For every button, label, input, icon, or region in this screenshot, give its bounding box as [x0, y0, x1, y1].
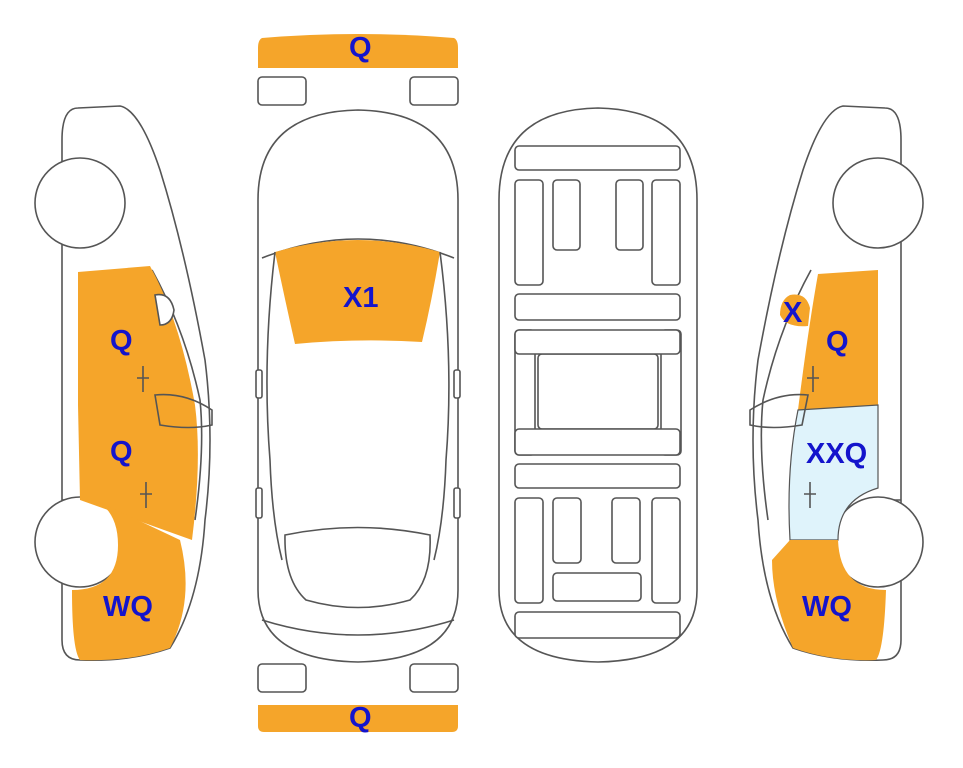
rear-bumper-panel	[258, 705, 458, 732]
label-left-front-door: Q	[110, 325, 133, 357]
top-view-right-mirror	[453, 369, 461, 399]
right-front-door-panel	[798, 270, 878, 410]
rear-right-taillight	[409, 663, 459, 693]
label-windshield: X1	[343, 282, 378, 314]
windshield-panel	[275, 240, 440, 344]
underside-front-left-rail	[514, 179, 544, 286]
right-side-view: X Q XXQ WQ	[749, 105, 924, 662]
left-quarter-panel	[72, 500, 186, 661]
underside-front-bar	[514, 145, 681, 171]
top-view-body	[257, 109, 459, 663]
underside-cross-bar-2	[514, 463, 681, 489]
underside-rear-bar	[514, 611, 681, 639]
right-quarter-panel	[772, 540, 886, 661]
right-mirror-panel	[780, 294, 810, 327]
underside-rear-right-block	[611, 497, 641, 564]
left-front-wheel	[34, 157, 126, 249]
left-mirror	[154, 293, 175, 326]
left-rear-door-handle	[140, 482, 152, 508]
left-side-window-glass	[154, 393, 213, 429]
top-view-left-pillar	[266, 251, 283, 561]
label-right-front-door: Q	[826, 326, 849, 358]
top-view-left-handle	[255, 487, 263, 519]
underside-rear-left-rail	[514, 497, 544, 604]
underside-front-right-block	[615, 179, 644, 251]
right-front-door-handle	[807, 366, 819, 392]
label-rear-bumper: Q	[349, 702, 372, 734]
label-left-quarter-panel: WQ	[103, 591, 153, 623]
label-right-mirror: X	[783, 297, 803, 329]
rear-left-taillight	[257, 663, 307, 693]
underside-rear-center-block	[552, 572, 642, 602]
top-view-right-pillar	[433, 251, 450, 561]
top-view: Q X1 Q	[255, 32, 461, 734]
underside-cross-bar-1	[514, 293, 681, 321]
underside-view	[498, 107, 698, 663]
underside-front-left-block	[552, 179, 581, 251]
label-left-rear-door: Q	[110, 436, 133, 468]
label-right-quarter-panel: WQ	[802, 591, 852, 623]
right-rear-door-handle	[804, 482, 816, 508]
left-side-view: Q Q WQ	[34, 105, 213, 662]
underside-mid-top-bar	[514, 329, 681, 355]
underside-front-right-rail	[651, 179, 681, 286]
underside-rear-right-rail	[651, 497, 681, 604]
right-front-wheel	[832, 157, 924, 249]
top-view-rear-window	[284, 526, 431, 609]
underside-rear-left-block	[552, 497, 582, 564]
underside-mid-bottom-bar	[514, 428, 681, 456]
top-view-right-handle	[453, 487, 461, 519]
right-side-window-glass	[749, 393, 809, 429]
front-right-headlight	[409, 76, 459, 106]
front-left-headlight	[257, 76, 307, 106]
label-front-bumper: Q	[349, 32, 372, 64]
front-bumper-panel	[258, 34, 458, 68]
left-front-door-handle	[137, 366, 149, 392]
underside-center-pan	[537, 353, 659, 430]
top-view-trunk-line	[261, 619, 455, 636]
label-right-rear-door: XXQ	[806, 438, 867, 470]
top-view-left-mirror	[255, 369, 263, 399]
